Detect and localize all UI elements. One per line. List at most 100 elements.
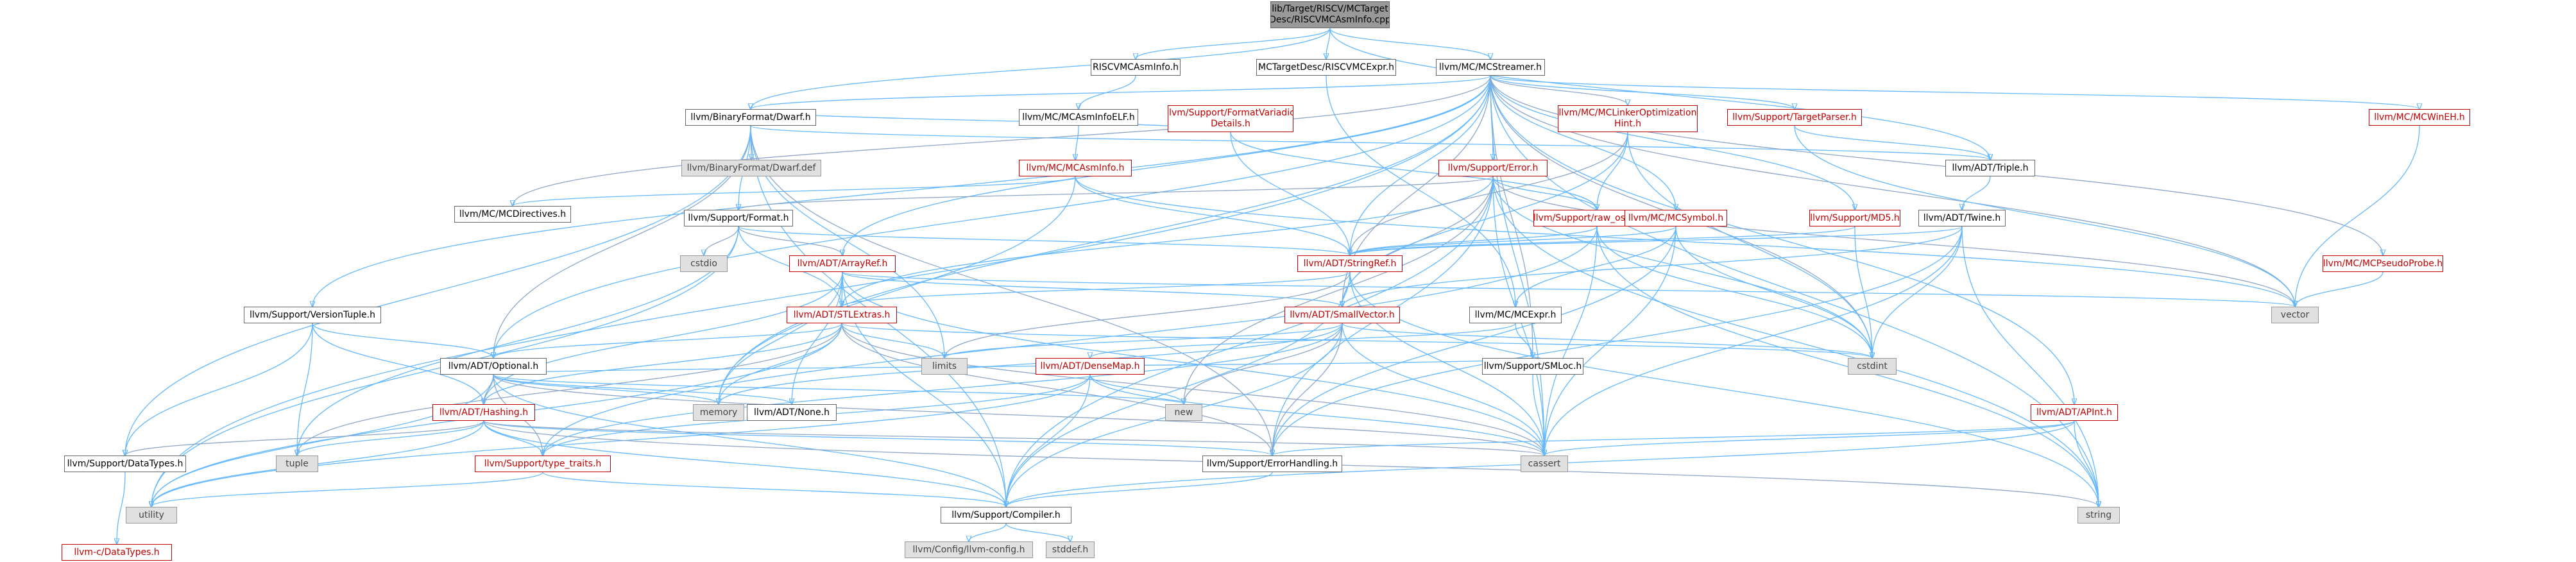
node-string: string — [2077, 507, 2120, 524]
node-asminfoelf[interactable]: llvm/MC/MCAsmInfoELF.h — [1019, 109, 1138, 126]
node-compiler[interactable]: llvm/Support/Compiler.h — [941, 507, 1071, 524]
node-label: stddef.h — [1052, 544, 1089, 555]
edge-root-to-triple — [1329, 28, 1990, 160]
edge-smloc-to-cassert — [1532, 374, 1544, 456]
edge-smallvector-to-errorhandling — [1272, 323, 1343, 456]
node-mcpseudoprobe[interactable]: llvm/MC/MCPseudoProbe.h — [2323, 255, 2443, 272]
node-smallvector[interactable]: llvm/ADT/SmallVector.h — [1284, 307, 1400, 323]
node-label: llvm/MC/MCSymbol.h — [1628, 212, 1724, 223]
edge-md5-to-stringref — [1350, 226, 1855, 255]
edge-mcstreamer-to-string — [1490, 75, 2099, 507]
node-label: llvm/ADT/STLExtras.h — [793, 309, 891, 320]
node-mcexpr[interactable]: llvm/MC/MCExpr.h — [1469, 307, 1562, 323]
node-mcsymbol[interactable]: llvm/MC/MCSymbol.h — [1625, 210, 1727, 226]
edge-mcstreamer-to-mcsymbol — [1490, 75, 1676, 210]
edge-arrayref-to-memory — [719, 271, 843, 404]
node-mcwineh[interactable]: llvm/MC/MCWinEH.h — [2369, 109, 2470, 126]
node-label: cstdint — [1857, 361, 1888, 371]
edge-mcstreamer-to-optional — [493, 75, 1491, 358]
node-stlextras[interactable]: llvm/ADT/STLExtras.h — [787, 307, 897, 323]
edge-supporterror-to-rawostream — [1492, 176, 1597, 210]
node-label: llvm/ADT/DenseMap.h — [1040, 361, 1140, 371]
edge-dwarf-to-datatypes — [125, 125, 751, 456]
edge-root-to-mcstreamer — [1329, 28, 1490, 59]
node-memory: memory — [693, 404, 744, 421]
node-hashing[interactable]: llvm/ADT/Hashing.h — [432, 404, 535, 421]
node-label: llvm/ADT/SmallVector.h — [1290, 309, 1395, 320]
edge-dwarf-to-triple — [750, 125, 1990, 160]
node-vector: vector — [2271, 307, 2319, 323]
node-label: llvm-c/DataTypes.h — [74, 547, 160, 558]
edge-asminfoelf-to-mcasminfo — [1075, 125, 1079, 160]
node-riscvmcexpr[interactable]: MCTargetDesc/RISCVMCExpr.h — [1256, 59, 1396, 76]
node-versiontuple[interactable]: llvm/Support/VersionTuple.h — [244, 307, 381, 323]
node-apint[interactable]: llvm/ADT/APInt.h — [2031, 404, 2118, 421]
edge-hashing-to-datatypes — [125, 420, 484, 456]
edge-smallvector-to-typetraits — [543, 323, 1343, 456]
node-optional[interactable]: llvm/ADT/Optional.h — [440, 358, 547, 375]
node-cstdint: cstdint — [1848, 358, 1897, 375]
node-label: llvm/Support/DataTypes.h — [67, 458, 183, 469]
node-arrayref[interactable]: llvm/ADT/ArrayRef.h — [789, 255, 896, 272]
edge-supporterror-to-new — [1184, 176, 1494, 404]
edge-apint-to-cassert — [1544, 420, 2075, 456]
edge-smallvector-to-limits — [944, 323, 1343, 358]
edge-formatvariadic-to-rawostream — [1230, 132, 1597, 210]
node-adtnone[interactable]: llvm/ADT/None.h — [747, 404, 837, 421]
node-label: llvm/Support/Compiler.h — [951, 509, 1061, 520]
node-label: llvm/ADT/ArrayRef.h — [797, 258, 888, 269]
edge-versiontuple-to-tuple — [297, 323, 313, 456]
node-triple[interactable]: llvm/ADT/Triple.h — [1945, 160, 2035, 176]
edge-densemap-to-utility — [151, 374, 1091, 507]
node-label: llvm/Support/Error.h — [1447, 162, 1539, 173]
edge-stringref-to-limits — [944, 271, 1351, 358]
edge-compiler-to-stddef — [1005, 523, 1070, 541]
edge-mcsymbol-to-stringref — [1350, 226, 1676, 255]
node-mcdirectives[interactable]: llvm/MC/MCDirectives.h — [454, 206, 571, 223]
edge-arrayref-to-adtnone — [792, 271, 843, 404]
node-supporterror[interactable]: llvm/Support/Error.h — [1438, 160, 1548, 176]
edge-stlextras-to-optional — [493, 323, 842, 358]
node-dwarf[interactable]: llvm/BinaryFormat/Dwarf.h — [685, 109, 816, 126]
node-mcasminfo[interactable]: llvm/MC/MCAsmInfo.h — [1019, 160, 1132, 176]
node-label: Details.h — [1211, 119, 1250, 129]
node-typetraits[interactable]: llvm/Support/type_traits.h — [475, 456, 611, 472]
edge-stlextras-to-limits — [841, 323, 944, 358]
edge-optional-to-memory — [493, 374, 719, 404]
edge-mcwineh-to-vector — [2295, 125, 2420, 307]
node-cdatatypes[interactable]: llvm-c/DataTypes.h — [62, 544, 172, 561]
node-targetparser[interactable]: llvm/Support/TargetParser.h — [1727, 109, 1862, 126]
node-label: llvm/MC/MCAsmInfoELF.h — [1022, 112, 1135, 123]
node-label: cassert — [1528, 458, 1561, 469]
node-llvmconfig: llvm/Config/llvm-config.h — [905, 541, 1033, 558]
node-datatypes[interactable]: llvm/Support/DataTypes.h — [64, 456, 186, 472]
node-label: string — [2085, 509, 2112, 520]
edge-smallvector-to-memory — [719, 323, 1343, 404]
edge-compiler-to-llvmconfig — [969, 523, 1007, 541]
edge-targetparser-to-vector — [1794, 125, 2295, 307]
node-densemap[interactable]: llvm/ADT/DenseMap.h — [1036, 358, 1145, 375]
node-label: llvm/BinaryFormat/Dwarf.def — [687, 162, 816, 173]
edge-twine-to-cassert — [1544, 226, 1963, 456]
node-cstdio: cstdio — [680, 255, 728, 272]
edge-hashing-to-cassert — [483, 420, 1544, 456]
node-limits: limits — [921, 358, 968, 375]
edge-mcsymbol-to-errorhandling — [1272, 226, 1676, 456]
node-label: llvm/BinaryFormat/Dwarf.h — [690, 112, 811, 123]
node-riscvmcasminfo[interactable]: RISCVMCAsmInfo.h — [1091, 59, 1181, 76]
node-format[interactable]: llvm/Support/Format.h — [684, 210, 793, 226]
node-twine[interactable]: llvm/ADT/Twine.h — [1918, 210, 2006, 226]
node-mcstreamer[interactable]: llvm/MC/MCStreamer.h — [1436, 59, 1545, 76]
edge-optional-to-compiler — [493, 374, 1006, 507]
edge-optional-to-cassert — [493, 374, 1544, 456]
node-smloc[interactable]: llvm/Support/SMLoc.h — [1482, 358, 1583, 375]
node-errorhandling[interactable]: llvm/Support/ErrorHandling.h — [1202, 456, 1342, 472]
node-md5[interactable]: llvm/Support/MD5.h — [1809, 210, 1900, 226]
edge-stringref-to-string — [1349, 271, 2099, 507]
edge-mcstreamer-to-memory — [719, 75, 1491, 404]
node-stringref[interactable]: llvm/ADT/StringRef.h — [1297, 255, 1403, 272]
edge-root-to-riscvmcasminfo — [1136, 28, 1331, 59]
node-label: llvm/Support/Format.h — [688, 212, 789, 223]
